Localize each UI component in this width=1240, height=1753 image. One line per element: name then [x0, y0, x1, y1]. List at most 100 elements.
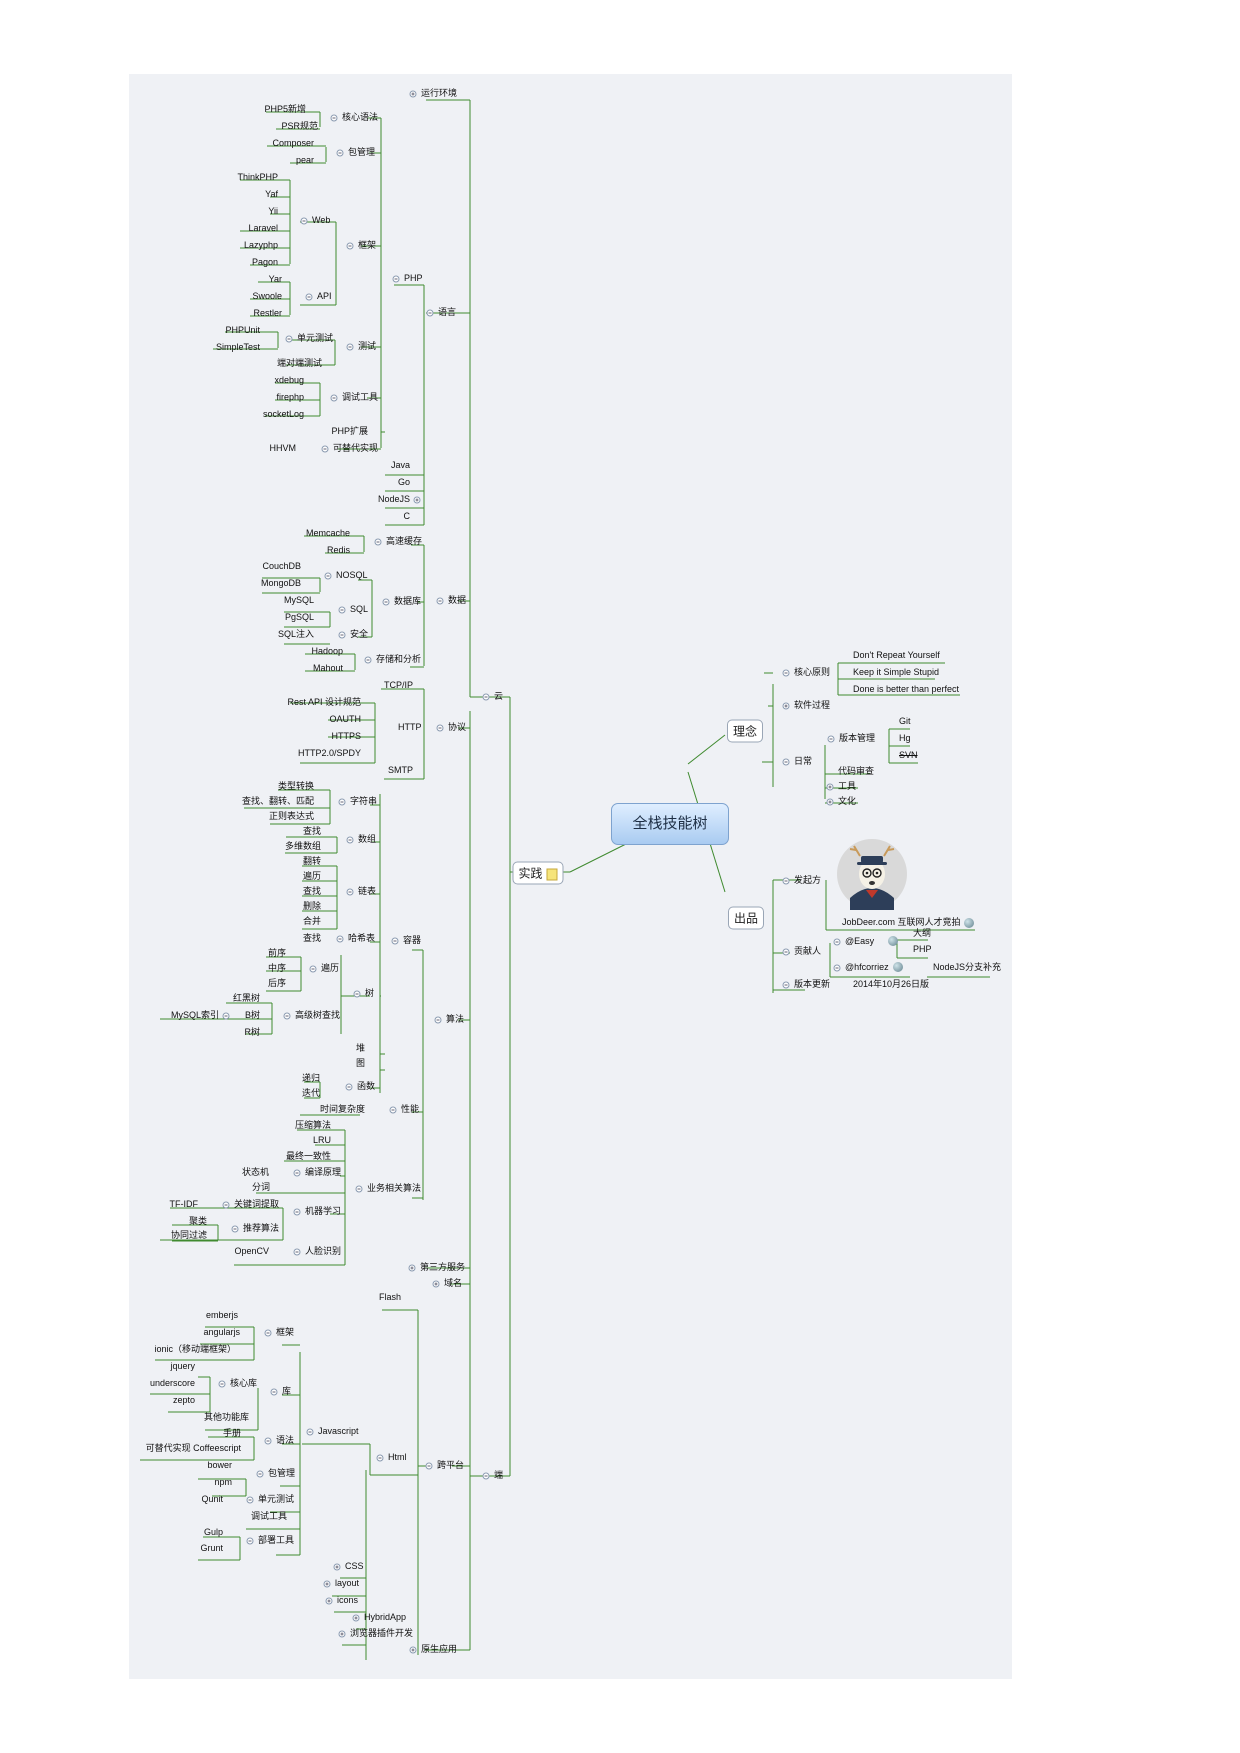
topic-database[interactable]: 数据库 — [394, 596, 422, 606]
leaf-yaf[interactable]: Yaf — [265, 189, 278, 199]
leaf-emberjs[interactable]: emberjs — [205, 1310, 238, 1320]
leaf-php-ext[interactable]: PHP扩展 — [331, 426, 368, 436]
topic-php-pkg[interactable]: 包管理 — [348, 147, 376, 157]
topic-php-debug[interactable]: 调试工具 — [342, 392, 379, 402]
leaf-other-lib[interactable]: 其他功能库 — [203, 1412, 249, 1422]
topic-cross-platform[interactable]: 跨平台 — [437, 1460, 465, 1470]
expand-toggle-icon[interactable] — [409, 1646, 417, 1654]
topic-face[interactable]: 人脸识别 — [305, 1246, 342, 1256]
collapse-toggle-icon[interactable] — [346, 836, 354, 844]
leaf-sqli[interactable]: SQL注入 — [277, 629, 314, 639]
expand-toggle-icon[interactable] — [409, 90, 417, 98]
expand-toggle-icon[interactable] — [413, 496, 421, 504]
topic-html[interactable]: Html — [388, 1452, 407, 1462]
leaf-simpletest[interactable]: SimpleTest — [215, 342, 260, 352]
topic-runtime[interactable]: 运行环境 — [421, 88, 458, 98]
leaf-inorder[interactable]: 中序 — [267, 963, 286, 973]
expand-toggle-icon[interactable] — [826, 783, 834, 791]
collapse-toggle-icon[interactable] — [309, 965, 317, 973]
collapse-toggle-icon[interactable] — [425, 1462, 433, 1470]
collapse-toggle-icon[interactable] — [305, 293, 313, 301]
topic-keyword[interactable]: 关键词提取 — [234, 1199, 280, 1209]
central-topic[interactable]: 全栈技能树 — [611, 803, 729, 845]
topic-js-syntax[interactable]: 语法 — [276, 1435, 295, 1445]
leaf-jquery[interactable]: jquery — [170, 1361, 195, 1371]
collapse-toggle-icon[interactable] — [336, 149, 344, 157]
leaf-array-find[interactable]: 查找 — [302, 826, 321, 836]
leaf-go[interactable]: Go — [397, 477, 410, 487]
leaf-list-find[interactable]: 查找 — [302, 886, 321, 896]
expand-toggle-icon[interactable] — [408, 1264, 416, 1272]
leaf-smtp[interactable]: SMTP — [387, 765, 413, 775]
collapse-toggle-icon[interactable] — [324, 572, 332, 580]
collapse-toggle-icon[interactable] — [833, 964, 841, 972]
leaf-list-traverse[interactable]: 遍历 — [302, 871, 321, 881]
topic-data[interactable]: 数据 — [448, 595, 467, 605]
topic-protocol[interactable]: 协议 — [448, 722, 467, 732]
leaf-zepto[interactable]: zepto — [172, 1395, 195, 1405]
leaf-iteration[interactable]: 迭代 — [301, 1088, 320, 1098]
collapse-toggle-icon[interactable] — [382, 598, 390, 606]
leaf-rb-tree[interactable]: 红黑树 — [232, 993, 260, 1003]
topic-recommend[interactable]: 推荐算法 — [243, 1223, 280, 1233]
collapse-toggle-icon[interactable] — [782, 981, 790, 989]
collapse-toggle-icon[interactable] — [338, 798, 346, 806]
leaf-manual[interactable]: 手册 — [222, 1428, 241, 1438]
leaf-hash-find[interactable]: 查找 — [302, 933, 321, 943]
collapse-toggle-icon[interactable] — [270, 1388, 278, 1396]
leaf-outline[interactable]: 大纲 — [913, 928, 932, 938]
collapse-toggle-icon[interactable] — [782, 948, 790, 956]
leaf-consistency[interactable]: 最终一致性 — [285, 1151, 331, 1161]
collapse-toggle-icon[interactable] — [392, 275, 400, 283]
jobdeer-link[interactable]: JobDeer.com 互联网人才竞拍 — [840, 916, 976, 928]
leaf-yar[interactable]: Yar — [268, 274, 282, 284]
leaf-rtree[interactable]: R树 — [244, 1027, 261, 1037]
leaf-compression[interactable]: 压缩算法 — [294, 1120, 331, 1130]
leaf-recursion[interactable]: 递归 — [301, 1073, 320, 1083]
branch-output[interactable]: 出品 — [727, 906, 765, 930]
branch-idea[interactable]: 理念 — [726, 719, 764, 743]
leaf-multi-array[interactable]: 多维数组 — [284, 841, 321, 851]
leaf-dry[interactable]: Don't Repeat Yourself — [853, 650, 940, 660]
topic-client[interactable]: 端 — [494, 1470, 504, 1480]
collapse-toggle-icon[interactable] — [330, 114, 338, 122]
leaf-list-flip[interactable]: 翻转 — [302, 856, 321, 866]
leaf-nodejs-branch[interactable]: NodeJS分支补充 — [933, 962, 1002, 972]
topic-core-syntax[interactable]: 核心语法 — [342, 112, 379, 122]
leaf-cluster[interactable]: 聚类 — [188, 1216, 207, 1226]
topic-native-app[interactable]: 原生应用 — [421, 1644, 458, 1654]
leaf-bower[interactable]: bower — [207, 1460, 232, 1470]
collapse-toggle-icon[interactable] — [346, 888, 354, 896]
topic-unit-test[interactable]: 单元测试 — [297, 333, 334, 343]
leaf-tcpip[interactable]: TCP/IP — [383, 680, 413, 690]
leaf-underscore[interactable]: underscore — [149, 1378, 195, 1388]
collapse-toggle-icon[interactable] — [355, 1185, 363, 1193]
collapse-toggle-icon[interactable] — [306, 1428, 314, 1436]
leaf-hhvm[interactable]: HHVM — [269, 443, 297, 453]
topic-test[interactable]: 测试 — [358, 341, 377, 351]
collapse-toggle-icon[interactable] — [293, 1169, 301, 1177]
topic-array[interactable]: 数组 — [358, 834, 377, 844]
leaf-composer[interactable]: Composer — [272, 138, 314, 148]
leaf-php5[interactable]: PHP5新增 — [264, 104, 306, 114]
leaf-list-delete[interactable]: 删除 — [302, 901, 321, 911]
leaf-type-conv[interactable]: 类型转换 — [277, 781, 314, 791]
topic-cache[interactable]: 高速缓存 — [386, 536, 423, 546]
leaf-gulp[interactable]: Gulp — [203, 1527, 223, 1537]
leaf-pagon[interactable]: Pagon — [251, 257, 278, 267]
leaf-lru[interactable]: LRU — [312, 1135, 331, 1145]
leaf-heap[interactable]: 堆 — [355, 1043, 365, 1053]
topic-business-algo[interactable]: 业务相关算法 — [367, 1183, 422, 1193]
leaf-npm[interactable]: npm — [214, 1477, 232, 1487]
leaf-hadoop[interactable]: Hadoop — [311, 646, 343, 656]
leaf-swoole[interactable]: Swoole — [252, 291, 282, 301]
leaf-memcache[interactable]: Memcache — [305, 528, 350, 538]
collapse-toggle-icon[interactable] — [391, 937, 399, 945]
leaf-mysql-index[interactable]: MySQL索引 — [170, 1010, 219, 1020]
leaf-btree[interactable]: B树 — [244, 1010, 260, 1020]
collapse-toggle-icon[interactable] — [346, 343, 354, 351]
hfc-globe-icon[interactable] — [893, 962, 903, 972]
collapse-toggle-icon[interactable] — [436, 597, 444, 605]
collapse-toggle-icon[interactable] — [782, 758, 790, 766]
leaf-tfidf[interactable]: TF-IDF — [169, 1199, 199, 1209]
